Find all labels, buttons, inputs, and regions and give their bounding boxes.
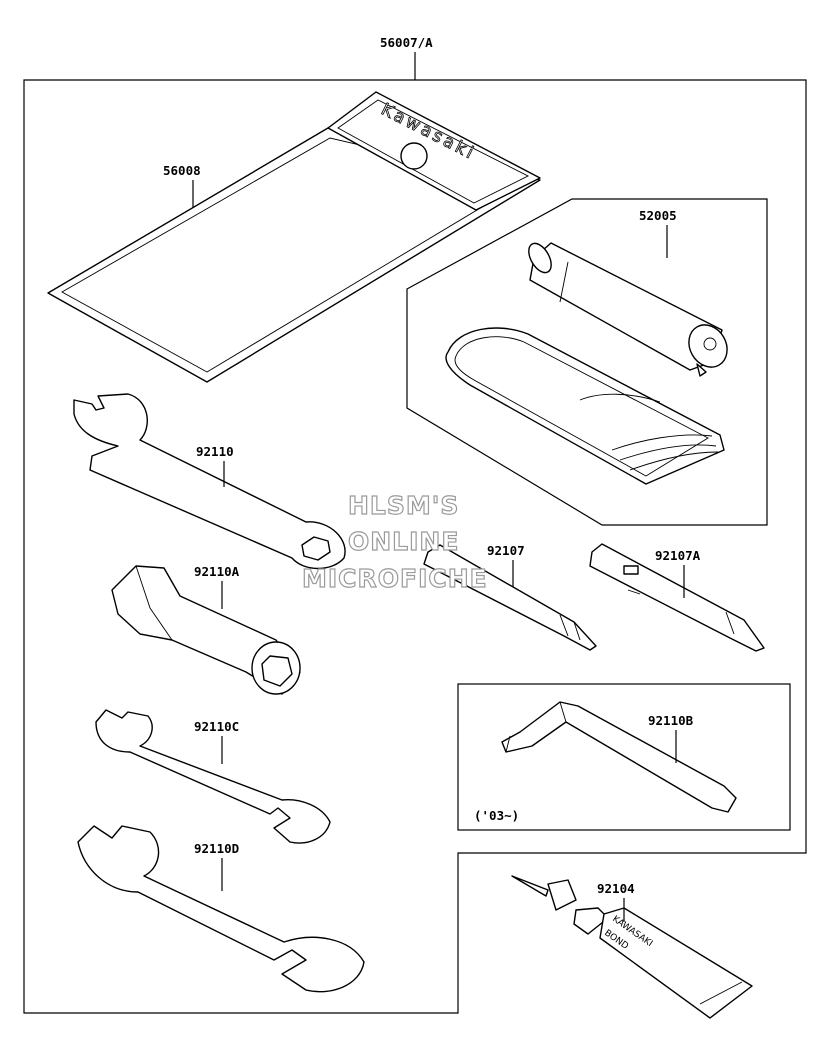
watermark: HLSM'S ONLINE MICROFICHE [301,490,488,593]
hex-key [501,701,737,813]
hex-key-note: ('03~) [474,808,519,823]
label-56007: 56007/A [380,35,433,50]
label-92110C: 92110C [194,719,239,734]
open-end-wrench-large [77,825,365,993]
pump-box-outline [406,198,768,526]
pump-bag [445,327,725,485]
watermark-line-2: ONLINE [348,527,459,556]
label-92110B: 92110B [648,713,694,728]
kit-outline [23,79,807,1014]
hex-key-box-outline [457,683,791,831]
label-92107: 92107 [487,543,525,558]
label-92110A: 92110A [194,564,240,579]
screwdriver [423,544,597,651]
hook-wrench [73,393,346,570]
label-92110D: 92110D [194,841,239,856]
tire-pump [528,242,728,377]
box-wrench [111,565,301,695]
label-92107A: 92107A [655,548,701,563]
bond-tube: KAWASAKI BOND [511,875,753,1019]
screwdriver-a [589,543,765,652]
label-52005: 52005 [639,208,677,223]
label-92110: 92110 [196,444,234,459]
open-end-wrench-small [95,709,331,844]
label-92104: 92104 [597,881,635,896]
label-56008: 56008 [163,163,201,178]
watermark-line-3: MICROFICHE [302,564,488,593]
watermark-line-1: HLSM'S [348,491,459,520]
